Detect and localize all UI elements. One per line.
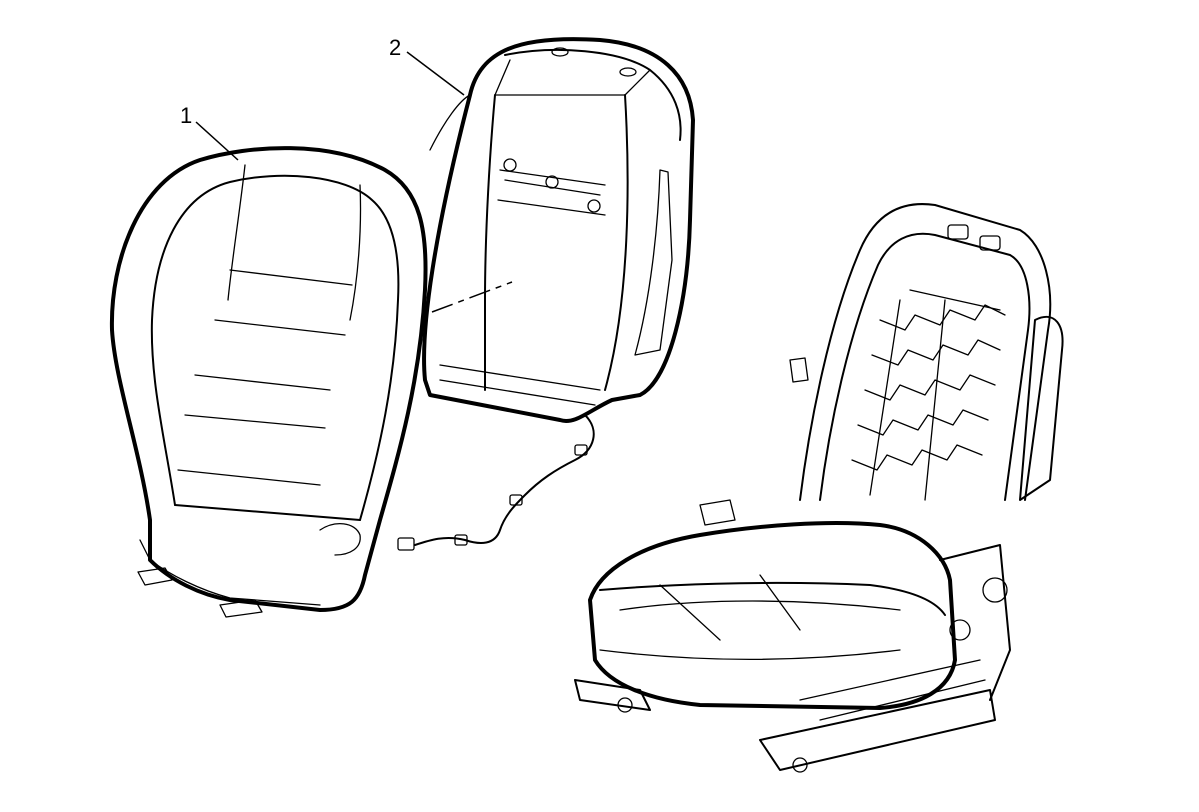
wiring-harness bbox=[397, 414, 595, 551]
callout-1-leader bbox=[195, 121, 239, 161]
seat-frame-assembly bbox=[574, 203, 1064, 773]
callout-2-label: 2 bbox=[389, 35, 401, 60]
assembly-line bbox=[431, 281, 513, 313]
callout-1-label: 1 bbox=[180, 103, 192, 128]
seat-back-pad bbox=[422, 37, 695, 423]
seat-back-cover bbox=[109, 146, 428, 618]
callout-2-leader bbox=[406, 51, 465, 96]
callout-2: 2 bbox=[389, 35, 465, 96]
callout-1: 1 bbox=[180, 103, 239, 161]
